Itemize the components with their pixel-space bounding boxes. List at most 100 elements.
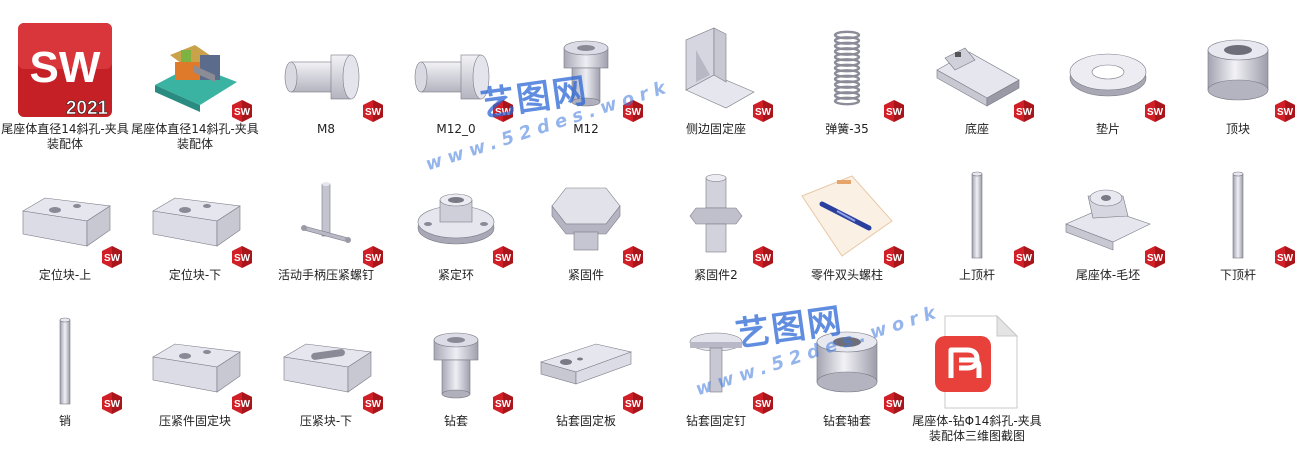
solidworks-badge-icon: SW (361, 98, 385, 124)
svg-text:SW: SW (30, 43, 101, 92)
rod-part-icon (1188, 166, 1288, 266)
svg-text:SW: SW (1016, 253, 1033, 264)
solidworks-badge-icon: SW (491, 390, 515, 416)
svg-text:SW: SW (234, 107, 251, 118)
file-name-label: 紧定环 (437, 268, 474, 282)
svg-text:SW: SW (625, 253, 642, 264)
file-item[interactable]: SW 钻套 (391, 302, 521, 442)
svg-text:SW: SW (234, 253, 251, 264)
file-name-label: 尾座体直径14斜孔-夹具装配体 (131, 122, 259, 151)
screw-part-icon (666, 312, 766, 412)
svg-text:SW: SW (104, 399, 121, 410)
file-item[interactable]: SW 紧固件 (521, 156, 651, 296)
file-name-label: M12_0 (436, 122, 476, 136)
solidworks-badge-icon: SW (621, 390, 645, 416)
solidworks-badge-icon: SW (491, 244, 515, 270)
solidworks-badge-icon: SW (1143, 98, 1167, 124)
bracket-part-icon (666, 20, 766, 120)
svg-text:SW: SW (1147, 107, 1164, 118)
svg-text:SW: SW (886, 399, 903, 410)
solidworks-badge-icon: SW (1143, 244, 1167, 270)
bushing-part-icon (536, 20, 636, 120)
file-item[interactable]: SW M12_0 (391, 10, 521, 150)
file-name-label: 尾座体-钻Φ14斜孔-夹具装配体三维图截图 (912, 414, 1042, 443)
svg-text:SW: SW (495, 107, 512, 118)
rod-part-icon (927, 166, 1027, 266)
file-item[interactable]: SW 钻套固定钉 (651, 302, 781, 442)
file-item[interactable]: SW 2021 尾座体直径14斜孔-夹具装配体 (0, 10, 130, 151)
file-item[interactable]: SW 垫片 (1043, 10, 1173, 150)
washer-part-icon (1058, 20, 1158, 120)
file-name-label: 尾座体直径14斜孔-夹具装配体 (1, 122, 129, 151)
file-name-label: 活动手柄压紧螺钉 (277, 268, 374, 282)
base-part-icon (927, 20, 1027, 120)
pin-part-icon (276, 20, 376, 120)
file-item[interactable]: SW 紧定环 (391, 156, 521, 296)
svg-text:SW: SW (886, 107, 903, 118)
file-item[interactable]: SW 尾座体直径14斜孔-夹具装配体 (130, 10, 260, 151)
svg-text:SW: SW (1277, 253, 1294, 264)
solidworks-badge-icon: SW (100, 390, 124, 416)
file-item[interactable]: SW 压紧块-下 (261, 302, 391, 442)
file-item[interactable]: SW 钻套轴套 (782, 302, 912, 442)
file-item[interactable]: 尾座体-钻Φ14斜孔-夹具装配体三维图截图 (912, 302, 1042, 443)
file-name-label: M12 (573, 122, 599, 136)
tailstock-part-icon (1058, 166, 1158, 266)
file-name-label: 下顶杆 (1219, 268, 1256, 282)
assembly-fixture-icon (145, 20, 245, 120)
locating-block-part-icon (145, 166, 245, 266)
solidworks-badge-icon: SW (230, 390, 254, 416)
solidworks-badge-icon: SW (751, 390, 775, 416)
svg-text:SW: SW (625, 107, 642, 118)
file-name-label: 压紧块-下 (299, 414, 353, 428)
file-name-label: 钻套 (443, 414, 468, 428)
file-item[interactable]: SW M8 (261, 10, 391, 150)
file-item[interactable]: SW 活动手柄压紧螺钉 (261, 156, 391, 296)
file-name-label: 垫片 (1095, 122, 1120, 136)
solidworks-2021-app-icon: SW 2021 (15, 20, 115, 120)
svg-text:SW: SW (886, 253, 903, 264)
file-name-label: 紧固件2 (694, 268, 738, 282)
file-name-label: 钻套固定钉 (685, 414, 746, 428)
file-name-label: M8 (317, 122, 335, 136)
solidworks-badge-icon: SW (621, 244, 645, 270)
file-item[interactable]: SW 下顶杆 (1173, 156, 1303, 296)
solidworks-badge-icon: SW (882, 390, 906, 416)
solidworks-badge-icon: SW (751, 98, 775, 124)
wps-pdf-file-icon (927, 312, 1027, 412)
slot-block-part-icon (276, 312, 376, 412)
drawing-part-icon (797, 166, 897, 266)
top-block-part-icon (1188, 20, 1288, 120)
svg-text:2021: 2021 (66, 98, 109, 119)
file-name-label: 钻套轴套 (822, 414, 871, 428)
svg-text:SW: SW (365, 253, 382, 264)
solidworks-badge-icon: SW (621, 98, 645, 124)
spring-part-icon (797, 20, 897, 120)
file-name-label: 紧固件 (567, 268, 604, 282)
solidworks-badge-icon: SW (100, 244, 124, 270)
solidworks-badge-icon: SW (882, 244, 906, 270)
svg-text:SW: SW (495, 399, 512, 410)
file-item[interactable]: SW M12 (521, 10, 651, 150)
solidworks-badge-icon: SW (361, 390, 385, 416)
solidworks-badge-icon: SW (361, 244, 385, 270)
svg-text:SW: SW (755, 399, 772, 410)
svg-text:SW: SW (104, 253, 121, 264)
svg-text:SW: SW (755, 107, 772, 118)
solidworks-badge-icon: SW (491, 98, 515, 124)
clamp-block-part-icon (145, 312, 245, 412)
